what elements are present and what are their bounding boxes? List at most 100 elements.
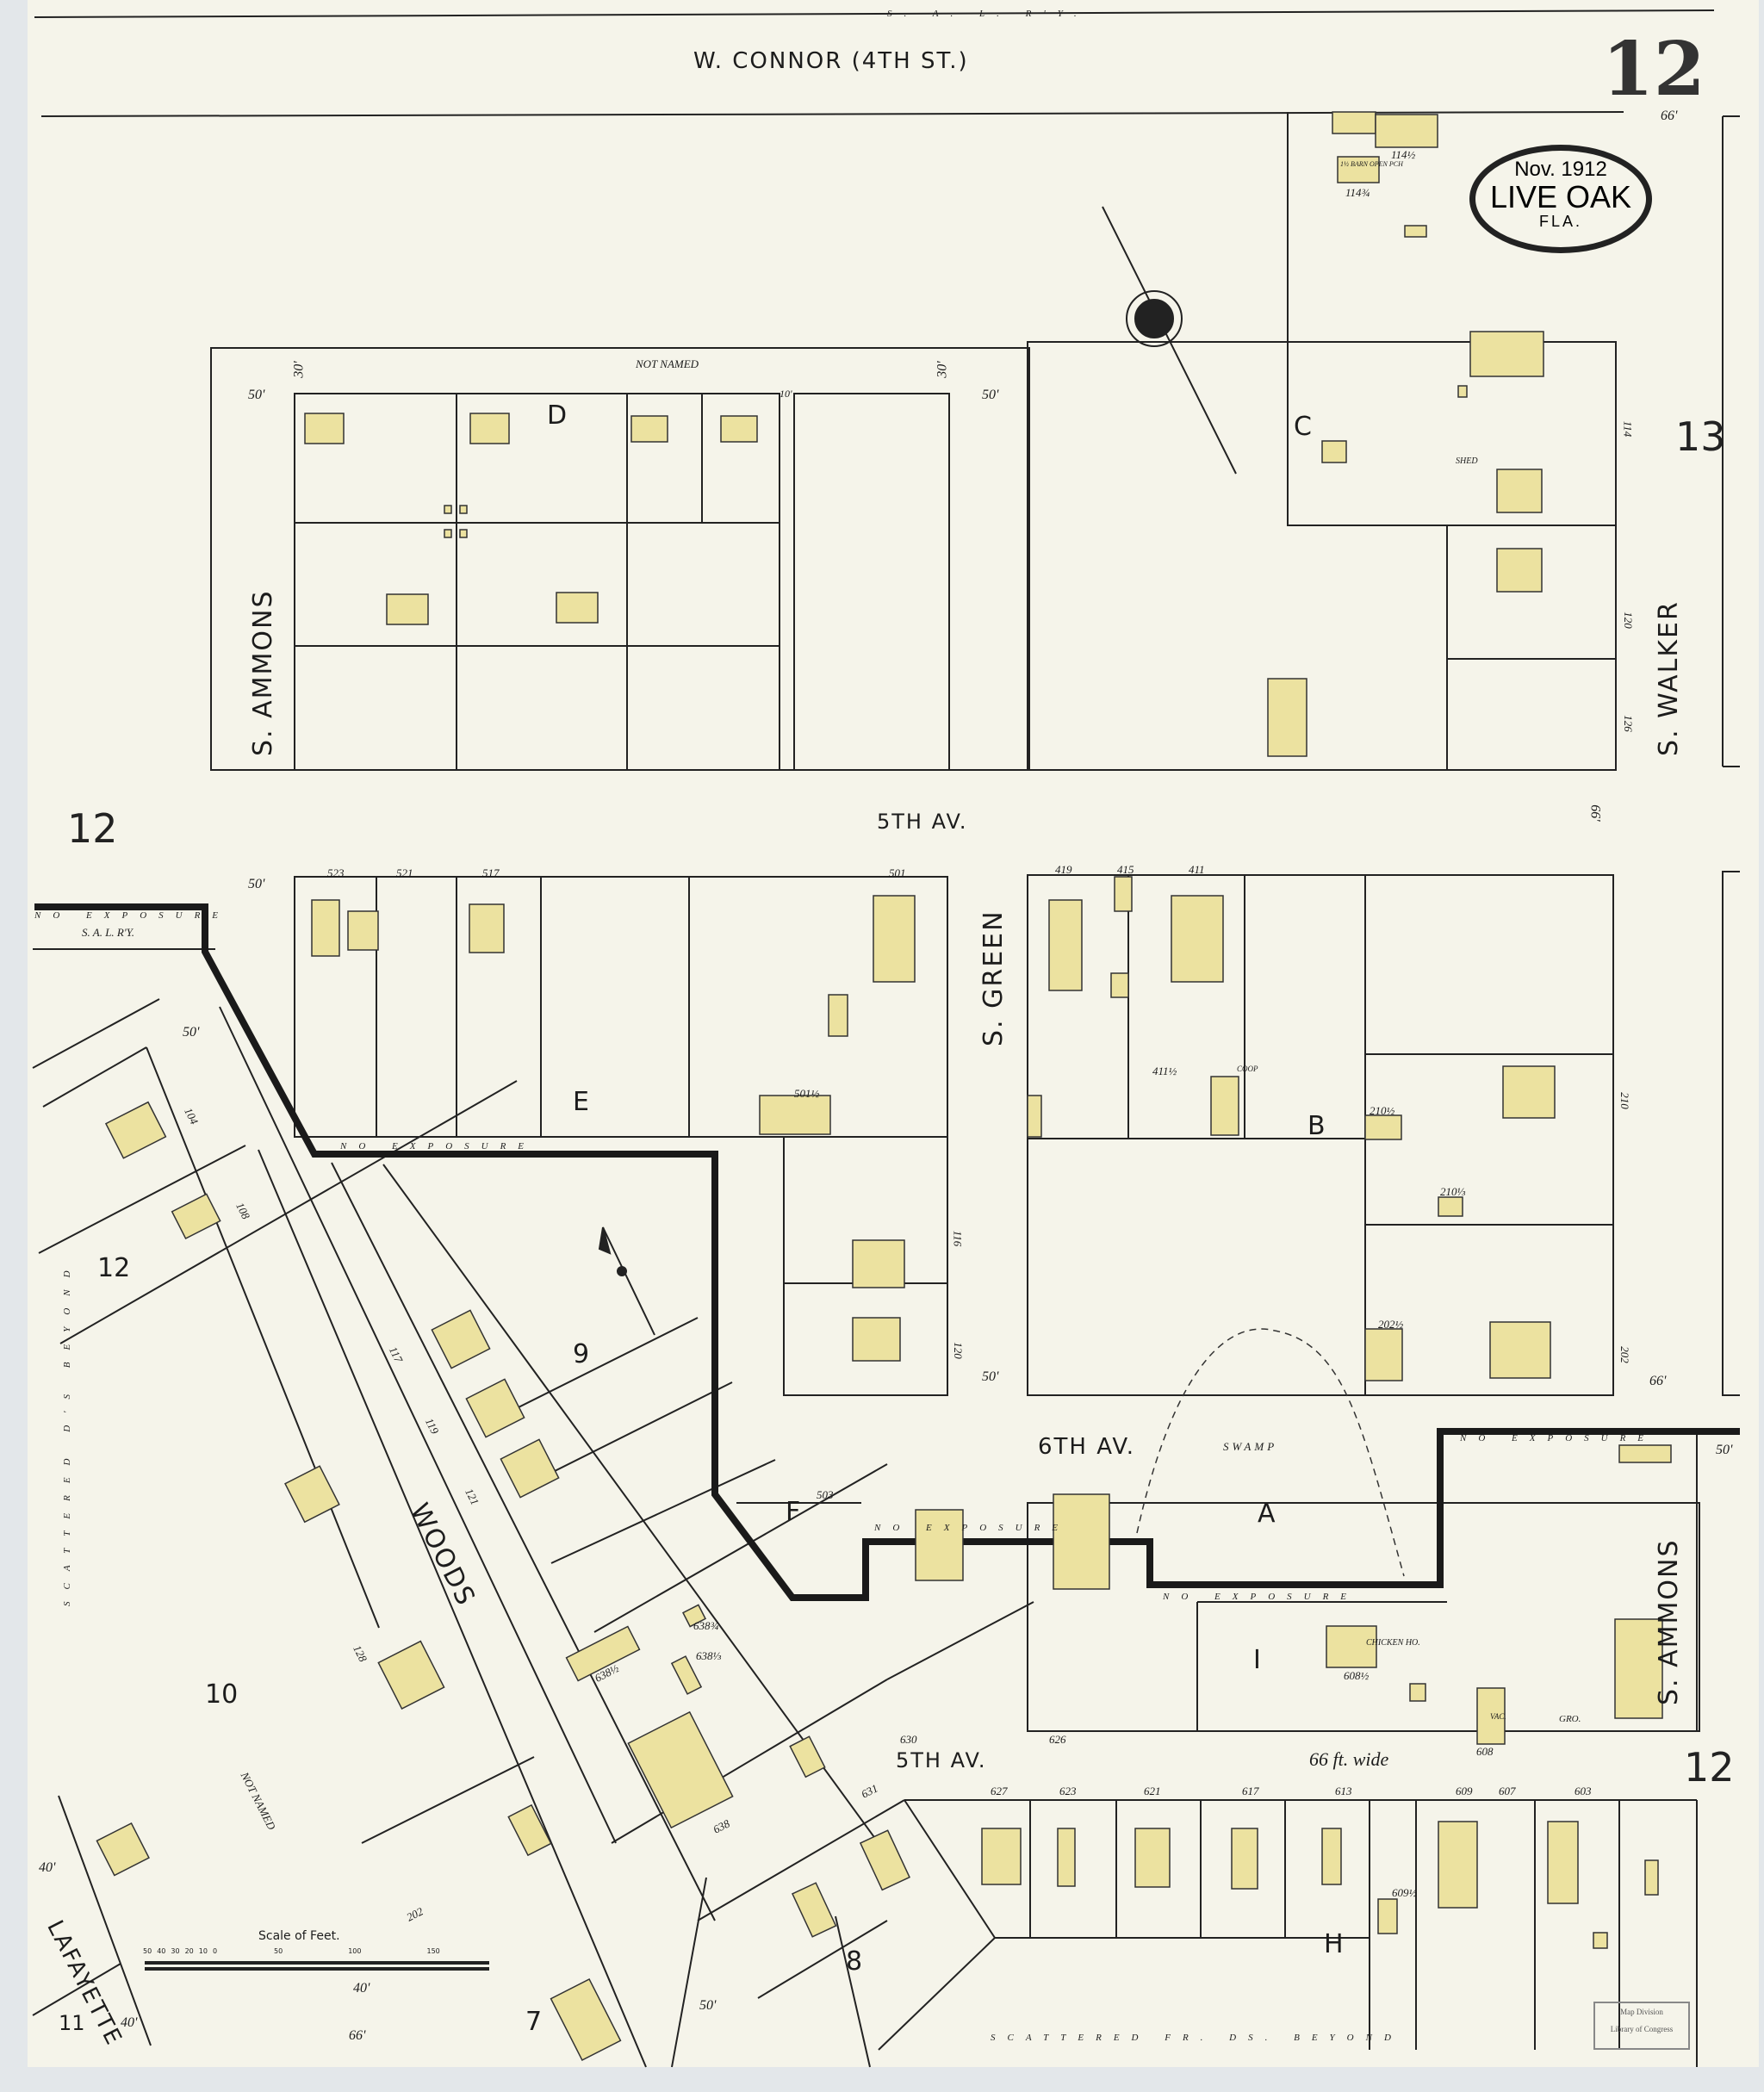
dimension-label: 10': [780, 388, 792, 400]
block-label-i: I: [1253, 1645, 1261, 1675]
dimension-label: 40': [353, 1981, 370, 1996]
scattered-label-left: SCATTERED D'S BEYOND: [62, 1258, 72, 1606]
address-label: 626: [1049, 1733, 1066, 1746]
stamp-line: Map Division: [1620, 2008, 1663, 2016]
vacant-label: VAC.: [1490, 1712, 1506, 1721]
address-label: 202½: [1378, 1318, 1404, 1331]
street-label-5th-av-top: 5TH AV.: [877, 810, 968, 834]
adjacent-sheet-right-top: 13: [1675, 413, 1726, 460]
address-label: 521: [396, 866, 413, 879]
address-label: 114¾: [1345, 186, 1370, 199]
address-label: 202: [1618, 1346, 1631, 1363]
dimension-label: 66': [349, 2028, 366, 2043]
dimension-label: 50': [248, 877, 265, 891]
barn-label: 1½ BARN OPEN PCH: [1340, 160, 1403, 168]
street-label-6th-av: 6TH AV.: [1038, 1434, 1136, 1460]
coop-label: COOP: [1237, 1065, 1258, 1073]
address-label: 501½: [794, 1087, 820, 1100]
scale-tick: 50: [274, 1947, 283, 1955]
no-exposure-label: NO EXPOSURE: [340, 1141, 537, 1152]
address-label: 630: [900, 1733, 917, 1746]
scattered-label-bottom: SCATTERED FR. DS. BEYOND: [991, 2033, 1403, 2043]
dimension-label: 50': [248, 388, 265, 402]
swamp-label: SWAMP: [1223, 1440, 1278, 1453]
no-exposure-label: NO EXPOSURE: [1460, 1433, 1656, 1443]
address-label: 609: [1456, 1785, 1473, 1797]
shed-label: SHED: [1456, 456, 1478, 466]
address-label: 210⅓: [1440, 1185, 1466, 1198]
grocery-label: GRO.: [1559, 1714, 1581, 1724]
address-label: 126: [1621, 715, 1635, 732]
address-label: 623: [1059, 1785, 1077, 1797]
dimension-label: 50': [982, 1369, 999, 1384]
street-label-not-named-top: NOT NAMED: [636, 357, 699, 370]
address-label: 638¾: [693, 1619, 719, 1632]
scale-tick: 50: [143, 1947, 152, 1955]
address-label: 638⅓: [696, 1649, 722, 1662]
block-label-a: A: [1258, 1499, 1276, 1529]
block-label-b: B: [1307, 1111, 1326, 1141]
address-label: 114½: [1391, 148, 1416, 161]
block-label-10: 10: [205, 1679, 239, 1710]
railroad-label-left: S. A. L. R'Y.: [82, 926, 134, 939]
address-label: 210: [1618, 1092, 1631, 1109]
dimension-label: 40': [121, 2015, 138, 2030]
no-exposure-label: NO EXPOSURE: [1163, 1592, 1359, 1602]
scale-title: Scale of Feet.: [258, 1929, 340, 1943]
map-date: Nov. 1912: [1514, 158, 1607, 181]
adjacent-sheet-left: 12: [67, 805, 118, 852]
street-label-s-green: S. GREEN: [978, 909, 1009, 1046]
street-label-s-walker: S. WALKER: [1654, 600, 1684, 756]
scale-tick: 100: [348, 1947, 362, 1955]
dimension-label: 50': [183, 1025, 200, 1040]
address-label: 411½: [1152, 1065, 1177, 1077]
scale-bar: [145, 1961, 489, 1971]
address-label: 116: [951, 1230, 965, 1247]
block-label-11: 11: [59, 2011, 85, 2035]
address-label: 419: [1055, 863, 1072, 876]
railroad-label-top: S. A. L. R'Y.: [887, 9, 1089, 19]
scale-tick: 30: [171, 1947, 180, 1955]
address-label: 503: [817, 1488, 834, 1501]
address-label: 621: [1144, 1785, 1161, 1797]
block-label-9: 9: [573, 1339, 590, 1369]
address-label: 608: [1476, 1745, 1494, 1758]
stamp-line: Library of Congress: [1610, 2025, 1674, 2033]
dimension-label: 50': [982, 388, 999, 402]
scale-ticks: 50 40 30 20 10 0 50 100 150: [143, 1947, 440, 1955]
block-label-12: 12: [97, 1253, 131, 1283]
adjacent-sheet-right-bottom: 12: [1684, 1744, 1735, 1791]
address-label: 415: [1117, 863, 1134, 876]
no-exposure-label: NO EXPOSURE: [874, 1523, 1071, 1533]
address-label: 411: [1189, 863, 1205, 876]
block-label-h: H: [1324, 1929, 1344, 1959]
street-label-s-ammons-left: S. AMMONS: [248, 589, 278, 756]
address-label: 114: [1621, 420, 1635, 438]
dimension-label: 30': [291, 361, 307, 378]
address-label: 613: [1335, 1785, 1352, 1797]
scale-tick: 20: [184, 1947, 194, 1955]
dimension-label: 50': [699, 1998, 717, 2013]
street-label-s-ammons-right: S. AMMONS: [1654, 1538, 1684, 1705]
scale-tick: 0: [212, 1947, 218, 1955]
street-width-label: 66 ft. wide: [1309, 1748, 1389, 1770]
north-arrow-icon: [598, 1226, 655, 1336]
dimension-label: 50': [1716, 1443, 1733, 1457]
sheet-number: 12: [1602, 26, 1705, 113]
scale-tick: 40: [157, 1947, 166, 1955]
street-label-5th-av-bottom: 5TH AV.: [896, 1748, 987, 1772]
title-cartouche: Nov. 1912 LIVE OAK FLA.: [1469, 145, 1652, 253]
address-label: 523: [327, 866, 345, 879]
no-exposure-label: NO EXPOSURE: [34, 910, 231, 921]
block-label-e: E: [573, 1087, 589, 1117]
address-label: 603: [1575, 1785, 1592, 1797]
dimension-label: 66': [1649, 1374, 1667, 1388]
address-label: 501: [889, 866, 906, 879]
block-label-7: 7: [525, 2007, 543, 2037]
address-label: 609½: [1392, 1886, 1418, 1899]
library-stamp: Map Division Library of Congress: [1593, 2002, 1690, 2050]
address-label: 608½: [1344, 1669, 1370, 1682]
address-label: 517: [482, 866, 500, 879]
